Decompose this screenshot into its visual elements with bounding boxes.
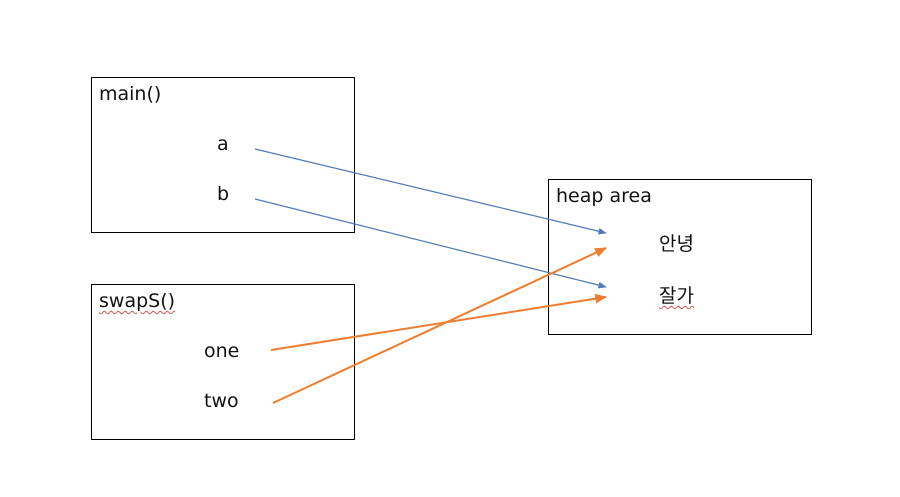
heap-area-box: heap area 안녕 잘가 xyxy=(548,179,812,335)
heap-value-annyeong: 안녕 xyxy=(659,233,694,255)
swaps-frame-title: swapS() xyxy=(99,290,176,312)
swaps-stack-frame: swapS() one two xyxy=(91,284,355,440)
heap-area-title: heap area xyxy=(556,185,652,207)
main-frame-title: main() xyxy=(99,83,162,105)
var-one-label: one xyxy=(204,340,240,362)
main-stack-frame: main() a b xyxy=(91,77,355,233)
var-two-label: two xyxy=(204,390,239,412)
var-a-label: a xyxy=(217,133,229,155)
var-b-label: b xyxy=(217,183,230,205)
heap-value-jalga: 잘가 xyxy=(659,285,694,307)
